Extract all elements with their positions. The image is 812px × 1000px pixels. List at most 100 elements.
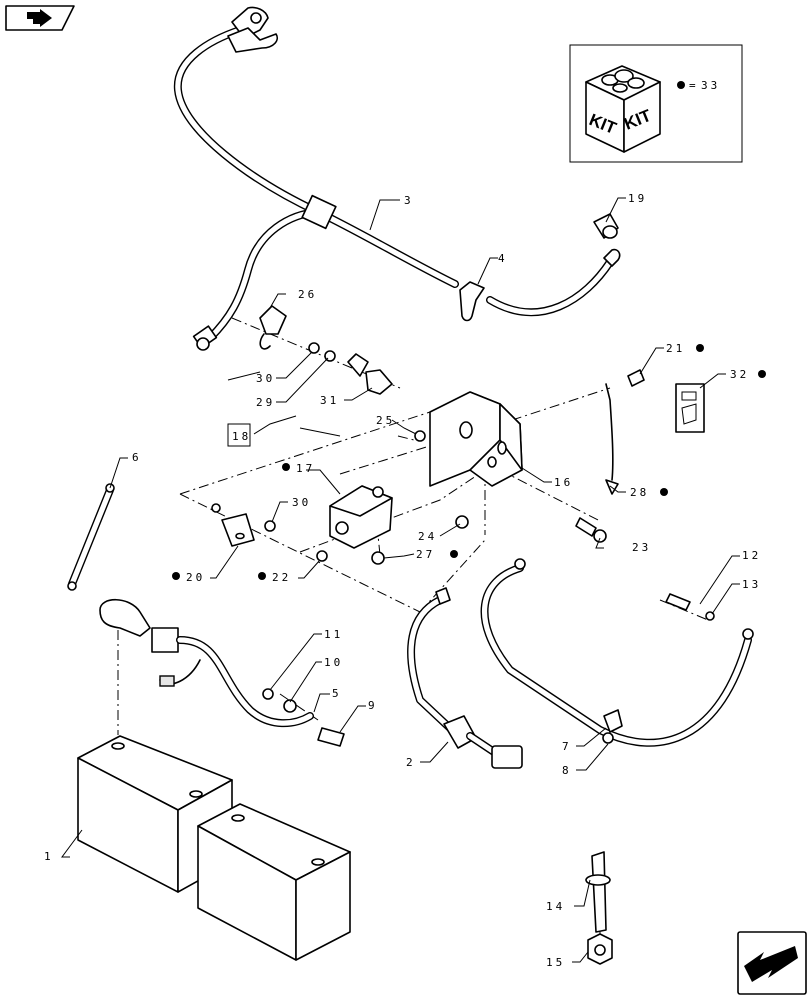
callout-19: 19 xyxy=(628,192,647,205)
callout-23: 23 xyxy=(632,541,651,554)
callout-labels: 1 2 3 4 5 6 7 8 9 10 11 12 13 14 15 16 1… xyxy=(44,192,766,969)
callout-14: 14 xyxy=(546,900,565,913)
svg-text:16: 16 xyxy=(554,476,573,489)
svg-text:31: 31 xyxy=(320,394,339,407)
callout-30b: 30 xyxy=(292,496,311,509)
svg-text:28: 28 xyxy=(630,486,649,499)
cable-2 xyxy=(407,587,523,769)
bolt-23 xyxy=(575,517,607,543)
washer-30 xyxy=(308,342,320,354)
callout-27: 27 xyxy=(416,548,458,561)
callout-17: 17 xyxy=(282,462,312,475)
svg-text:8: 8 xyxy=(562,764,572,777)
callout-10: 10 xyxy=(324,656,340,669)
callout-5: 5 xyxy=(332,687,339,700)
callout-13: 13 xyxy=(742,578,761,591)
callout-15: 15 xyxy=(546,956,565,969)
callout-1: 1 xyxy=(44,850,54,863)
washer-20-upper xyxy=(211,503,221,513)
callout-22: 22 xyxy=(258,571,291,584)
callout-20: 20 xyxy=(172,571,202,584)
svg-text:19: 19 xyxy=(628,192,647,205)
washer-11 xyxy=(262,688,274,700)
boot-19 xyxy=(593,213,619,239)
svg-text:24: 24 xyxy=(418,530,437,543)
svg-text:6: 6 xyxy=(132,451,142,464)
svg-text:26: 26 xyxy=(298,288,317,301)
svg-text:23: 23 xyxy=(632,541,651,554)
callout-22-dot-marker xyxy=(258,572,266,580)
bolt-9 xyxy=(317,727,345,747)
solenoid-17 xyxy=(329,485,393,549)
callout-32: 32 xyxy=(730,368,766,381)
leader-lines xyxy=(61,197,740,963)
svg-text:21: 21 xyxy=(666,342,685,355)
strap-6 xyxy=(67,483,115,591)
bracket-20 xyxy=(221,513,255,547)
svg-text:22: 22 xyxy=(272,571,291,584)
cap-26 xyxy=(259,305,287,350)
nut-25 xyxy=(414,430,426,442)
svg-text:25: 25 xyxy=(376,414,395,427)
svg-text:30: 30 xyxy=(256,372,275,385)
arrow-right-icon xyxy=(27,9,52,27)
nav-tab-bottom[interactable] xyxy=(737,931,807,995)
svg-text:14: 14 xyxy=(546,900,565,913)
stud-14 xyxy=(585,851,611,933)
svg-text:1: 1 xyxy=(44,850,54,863)
washer-10 xyxy=(283,699,297,713)
callout-6: 6 xyxy=(132,451,142,464)
svg-text:9: 9 xyxy=(368,699,378,712)
callout-18: 18 xyxy=(232,430,251,443)
arrow-down-left-icon xyxy=(744,946,798,982)
svg-text:30: 30 xyxy=(292,496,311,509)
callout-21-dot-marker xyxy=(696,344,704,352)
nut-30b xyxy=(264,520,276,532)
callout-32-dot-marker xyxy=(758,370,766,378)
bracket-16 xyxy=(429,391,523,487)
decal-32 xyxy=(675,383,705,433)
clip-8 xyxy=(602,732,614,744)
kit-legend-equals: = xyxy=(689,79,699,92)
callout-30a: 30 xyxy=(256,372,275,385)
callout-8: 8 xyxy=(562,764,572,777)
callout-25: 25 xyxy=(376,414,395,427)
washer-27 xyxy=(371,551,385,565)
cable-5 xyxy=(99,598,314,728)
callout-3: 3 xyxy=(404,194,411,207)
kit-cube-icon: KIT KIT xyxy=(585,65,661,153)
callout-7: 7 xyxy=(562,740,572,753)
callout-12: 12 xyxy=(742,549,758,562)
callout-16: 16 xyxy=(554,476,573,489)
svg-text:29: 29 xyxy=(256,396,275,409)
bolt-12 xyxy=(665,593,691,611)
callout-26: 26 xyxy=(298,288,317,301)
svg-text:13: 13 xyxy=(742,578,761,591)
callout-4: 4 xyxy=(498,252,508,265)
svg-text:15: 15 xyxy=(546,956,565,969)
callout-20-dot-marker xyxy=(172,572,180,580)
svg-text:7: 7 xyxy=(562,740,572,753)
battery-2 xyxy=(197,803,351,961)
cable-3 xyxy=(173,6,621,351)
callout-27-dot-marker xyxy=(450,550,458,558)
callout-17-dot-marker xyxy=(282,463,290,471)
svg-text:4: 4 xyxy=(498,252,508,265)
bolt-21 xyxy=(627,369,645,387)
callout-11: 11 xyxy=(324,628,343,641)
nav-tab-top[interactable] xyxy=(5,5,75,31)
nut-24 xyxy=(455,515,469,529)
kit-box: KIT KIT = 33 xyxy=(569,44,743,163)
svg-text:2: 2 xyxy=(406,756,416,769)
svg-text:11: 11 xyxy=(324,628,343,641)
callout-28-dot-marker xyxy=(660,488,668,496)
stud-31 xyxy=(347,353,393,395)
cable-7 xyxy=(480,558,754,747)
callout-2: 2 xyxy=(406,756,416,769)
plate-18 xyxy=(227,371,341,447)
callout-28: 28 xyxy=(630,486,668,499)
svg-text:32: 32 xyxy=(730,368,749,381)
svg-text:18: 18 xyxy=(232,430,251,443)
svg-text:27: 27 xyxy=(416,548,435,561)
